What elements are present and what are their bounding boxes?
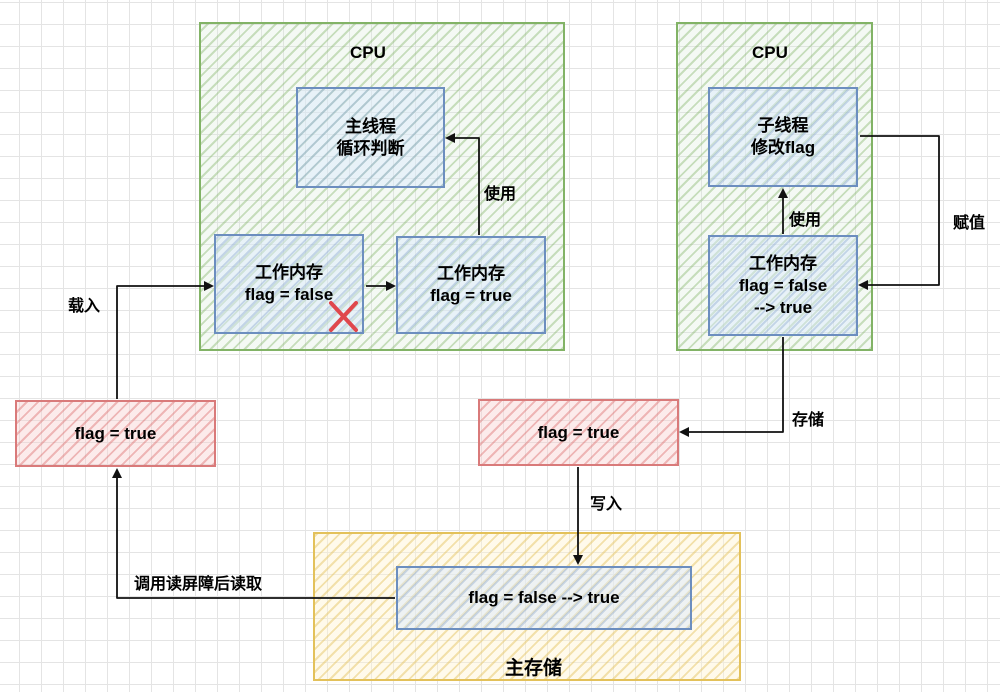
working-memory-right-line1: 工作内存 [749,253,817,273]
label-store: 存储 [792,412,825,429]
label-load: 载入 [68,298,101,315]
working-memory-stale-line1: 工作内存 [255,263,323,282]
invalid-cross-icon [329,301,358,332]
arrow-load [116,281,214,399]
right-flag-buffer-text: flag = true [537,422,620,442]
child-thread-box[interactable]: 子线程 修改flag [708,87,858,187]
arrow-assign [858,135,940,290]
main-memory-value: flag = false --> true [468,588,620,607]
left-flag-buffer[interactable]: flag = true [15,400,216,467]
working-memory-right-line3: --> true [753,297,813,317]
label-use-right: 使用 [789,212,822,229]
main-memory-container [313,532,741,681]
arrow-store [679,337,784,437]
main-thread-box[interactable]: 主线程 循环判断 [296,87,445,188]
child-thread-line2: 修改flag [750,138,816,157]
working-memory-right-box[interactable]: 工作内存 flag = false --> true [708,235,858,336]
main-memory-title: 主存储 [505,658,563,679]
main-thread-line2: 循环判断 [336,138,405,158]
arrow-read-barrier [112,468,395,599]
working-memory-right-line2: flag = false [738,275,828,295]
cpu-left-title: CPU [350,43,386,62]
cpu-right-title: CPU [752,43,788,62]
child-thread-line1: 子线程 [757,116,809,135]
main-memory-value-box[interactable]: flag = false --> true [396,566,692,630]
arrow-use-left [445,133,480,235]
label-use-left: 使用 [484,186,517,203]
working-memory-fresh-line2: flag = true [430,286,512,305]
label-write: 写入 [590,496,623,513]
right-flag-buffer[interactable]: flag = true [478,399,679,466]
main-thread-line1: 主线程 [345,116,396,136]
left-flag-buffer-text: flag = true [74,423,157,443]
label-read-barrier: 调用读屏障后读取 [134,576,263,593]
working-memory-fresh-box[interactable]: 工作内存 flag = true [396,236,546,334]
working-memory-stale-line2: flag = false [244,285,334,304]
working-memory-stale-box[interactable]: 工作内存 flag = false [214,234,364,334]
label-assign: 赋值 [953,215,986,232]
working-memory-fresh-line1: 工作内存 [437,264,505,283]
